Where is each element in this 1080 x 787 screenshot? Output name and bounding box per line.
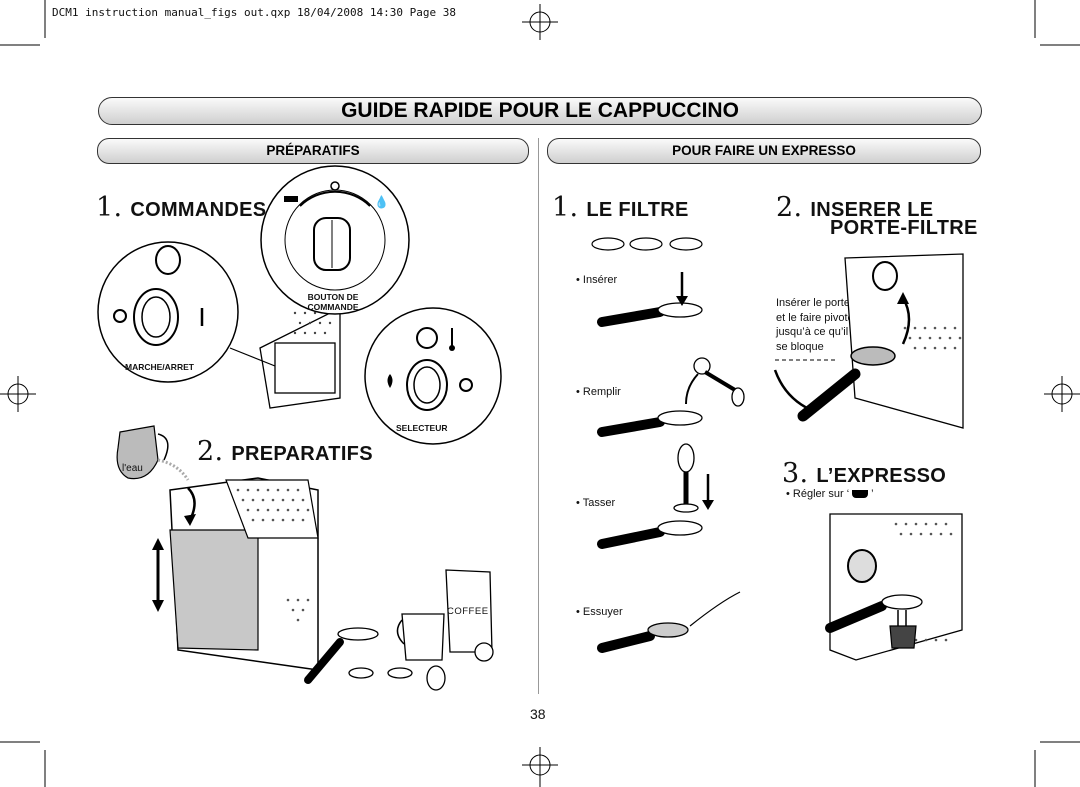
instr-regler-pre: • Régler sur ‘ [786,488,850,500]
step-commandes: 1. COMMANDES [96,192,266,223]
label-coffee: COFFEE [447,606,489,617]
step-expresso-title: L’EXPRESSO [816,465,947,487]
instr-tasser: • Tasser [576,497,616,509]
step-filtre: 1. LE FILTRE [552,192,689,223]
commandes-illustration: 💧 [97,165,502,445]
step-filtre-number: 1. [552,192,579,223]
porte-instr-4: se bloque [776,340,824,353]
instr-essuyer-text: Essuyer [582,606,623,618]
instr-inserer: • Insérer [576,274,618,286]
column-divider [538,138,539,694]
label-selecteur: SELECTEUR [396,423,448,433]
instr-essuyer: • Essuyer [576,606,623,618]
step-filtre-title: LE FILTRE [586,199,689,221]
step-porte-filtre-line2: PORTE-FILTRE [830,217,978,239]
file-header: DCM1 instruction manual_figs out.qxp 18/… [52,6,456,19]
step-commandes-number: 1. [96,192,123,223]
porte-instr-2: et le faire pivoter [776,311,858,324]
label-eau: l'eau [122,463,143,474]
cup-icon [852,490,869,499]
porte-filtre-illustration [773,253,964,429]
step-commandes-title: COMMANDES [130,199,267,221]
instr-remplir: • Remplir [576,386,621,398]
porte-instr-3: jusqu’à ce qu’il [776,326,849,338]
instr-remplir-text: Remplir [582,386,621,398]
section-expresso: POUR FAIRE UN EXPRESSO [547,138,981,164]
label-marche-arret: MARCHE/ARRET [125,362,194,372]
step-porte-filtre-number: 2. [776,192,803,223]
step-preparatifs: 2. PREPARATIFS [197,436,373,467]
section-preparatifs-label: PRÉPARATIFS [266,143,360,158]
instr-regler: • Régler sur ‘ ’ [786,488,874,500]
step-expresso: 3. L’EXPRESSO [782,458,946,489]
page-title-text: GUIDE RAPIDE POUR LE CAPPUCCINO [341,99,739,122]
instr-tasser-text: Tasser [582,497,616,509]
section-expresso-label: POUR FAIRE UN EXPRESSO [672,143,856,158]
expresso-illustration [825,513,963,661]
section-preparatifs: PRÉPARATIFS [97,138,529,164]
page-number: 38 [530,706,546,722]
label-bouton-commande: BOUTON DE COMMANDE [307,292,359,312]
step-preparatifs-title: PREPARATIFS [231,443,373,465]
svg-text:💧: 💧 [374,195,389,209]
instr-inserer-text: Insérer [582,274,618,286]
page-title: GUIDE RAPIDE POUR LE CAPPUCCINO [98,97,982,125]
instr-regler-post: ’ [871,488,874,500]
step-preparatifs-number: 2. [197,436,224,467]
step-expresso-number: 3. [782,458,809,489]
preparatifs-illustration [116,425,494,691]
step-porte-filtre-title1: INSERER LE [810,199,934,221]
filtre-illustration [591,237,745,653]
step-porte-filtre: 2. INSERER LE [776,192,933,223]
